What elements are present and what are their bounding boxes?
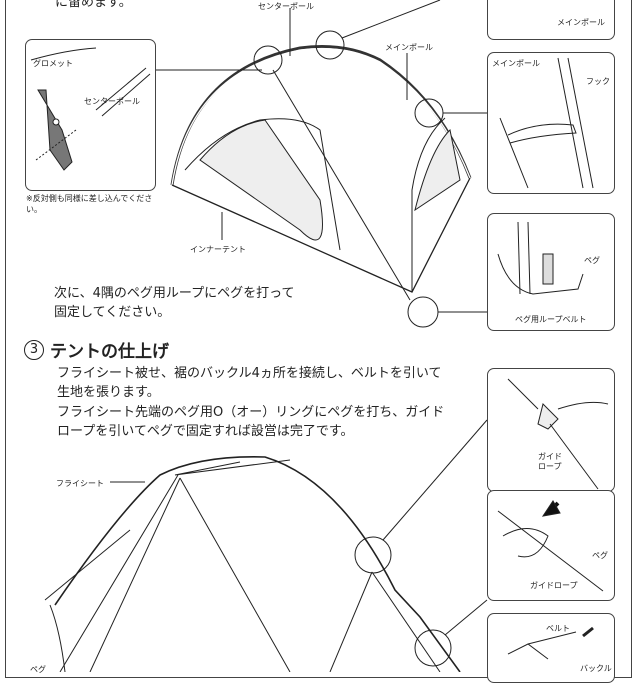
label-detail-main-pole: メインポール — [492, 59, 540, 68]
main-pole-top-panel — [487, 0, 615, 40]
label-buckle: バックル — [580, 664, 612, 673]
label-detail-center-pole: センターポール — [84, 97, 140, 106]
hook-detail-panel — [487, 52, 615, 194]
inner-tent-drawing — [155, 0, 487, 328]
label-guide-rope-b: ガイドロープ — [530, 581, 578, 590]
label-fly-sheet: フライシート — [56, 479, 104, 488]
step2-instruction-line1: 次に、4隅のペグ用ループにペグを打って — [54, 286, 295, 301]
top-text: に留めます。 — [55, 0, 132, 10]
step3-para1-line2: 生地を張ります。 — [57, 385, 160, 400]
belt-buckle-panel — [487, 613, 615, 683]
label-inner-tent: インナーテント — [190, 245, 246, 254]
grommet-detail-panel — [25, 39, 156, 191]
label-guide-rope-a1: ガイド — [538, 452, 562, 461]
label-peg-bottom: ペグ — [30, 665, 46, 674]
label-hook: フック — [586, 77, 610, 86]
step3-title: テントの仕上げ — [50, 342, 169, 362]
guide-rope-detail-panel — [487, 368, 615, 492]
label-grommet: グロメット — [33, 59, 73, 68]
step3-heading: 3 テントの仕上げ — [24, 337, 169, 362]
label-peg-3: ペグ — [592, 551, 608, 560]
label-peg-loop-belt: ペグ用ループベルト — [515, 315, 587, 324]
step3-para1-line1: フライシート被せ、裾のバックル4ヵ所を接続し、ベルトを引いて — [57, 366, 442, 381]
fly-sheet-drawing — [44, 419, 488, 672]
label-detail-main-pole-top: メインポール — [557, 18, 605, 27]
step3-para2-line2: ロープを引いてペグで固定すれば設営は完了です。 — [57, 424, 354, 439]
label-center-pole: センターポール — [258, 2, 314, 11]
note-opposite-side: ※反対側も同様に差し込んでください。 — [26, 194, 153, 214]
label-peg: ペグ — [584, 256, 600, 265]
label-belt: ベルト — [546, 624, 570, 633]
peg-loop-detail-panel — [487, 213, 615, 331]
step2-instruction-line2: 固定してください。 — [54, 305, 171, 320]
step3-para2-line1: フライシート先端のペグ用O（オー）リングにペグを打ち、ガイド — [57, 405, 445, 420]
label-guide-rope-a2: ロープ — [538, 462, 562, 471]
label-main-pole: メインポール — [385, 43, 433, 52]
step-number: 3 — [24, 339, 44, 360]
guide-rope-tension-panel — [487, 490, 615, 601]
